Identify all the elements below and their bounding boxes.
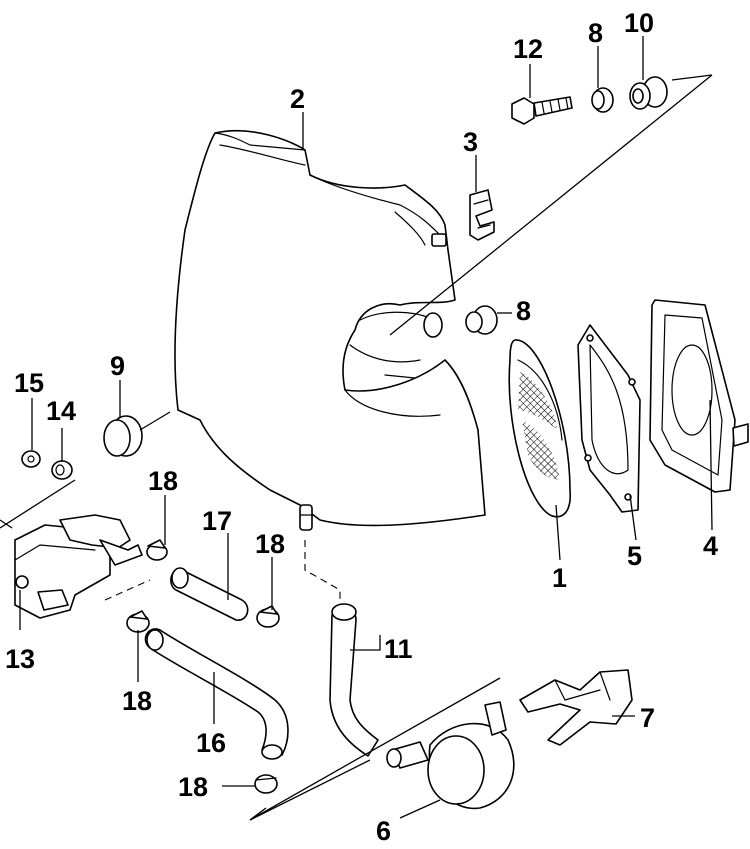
hose-part-17 [170, 567, 249, 621]
callout-12: 12 [513, 34, 543, 64]
callout-6: 6 [376, 816, 391, 846]
bolt-part-12 [511, 96, 573, 125]
callout-15: 15 [14, 368, 44, 398]
callout-3: 3 [463, 127, 478, 157]
callout-5: 5 [627, 541, 642, 571]
callout-17: 17 [202, 506, 232, 536]
callout-10: 10 [624, 8, 654, 38]
filter-part-6 [386, 701, 515, 810]
clamp-part-18-c [126, 610, 150, 633]
assembly-lines [0, 74, 713, 821]
callout-9: 9 [110, 351, 125, 381]
callout-8-mid: 8 [516, 296, 531, 326]
grommet-part-9 [103, 415, 143, 457]
hose-part-11 [329, 603, 379, 757]
callout-18-c: 18 [122, 686, 152, 716]
callout-18-a: 18 [148, 466, 178, 496]
silencer-body [174, 129, 486, 531]
callout-numbers: 2 3 12 8 10 8 1 5 4 9 15 14 18 17 18 13 … [5, 8, 718, 846]
callout-18-d: 18 [178, 772, 208, 802]
callout-4: 4 [703, 531, 718, 561]
washer-part-14 [51, 460, 73, 480]
housing-part-4 [649, 299, 749, 493]
nut-part-15 [21, 450, 41, 468]
callout-11: 11 [384, 634, 413, 664]
mesh-filter-part-1 [508, 339, 571, 518]
bracket-part-7 [519, 669, 633, 746]
clamp-part-18-d [254, 774, 278, 794]
gasket-part-5 [577, 324, 641, 513]
callout-leaders [19, 36, 713, 819]
bushing-part-8-top [591, 87, 614, 113]
callout-8-top: 8 [588, 18, 603, 48]
callout-18-b: 18 [255, 529, 285, 559]
clip-part-3 [469, 189, 495, 241]
clamp-part-18-a [146, 539, 168, 561]
callout-13: 13 [5, 644, 35, 674]
callout-16: 16 [196, 728, 226, 758]
bushing-part-8-mid [465, 305, 498, 335]
clamp-part-18-b [256, 605, 280, 628]
callout-1: 1 [552, 563, 567, 593]
valve-part-13 [14, 514, 143, 619]
callout-14: 14 [46, 396, 76, 426]
callout-7: 7 [640, 703, 655, 733]
grommet-part-10 [629, 76, 668, 110]
callout-2: 2 [290, 84, 305, 114]
hose-part-16 [144, 628, 289, 760]
